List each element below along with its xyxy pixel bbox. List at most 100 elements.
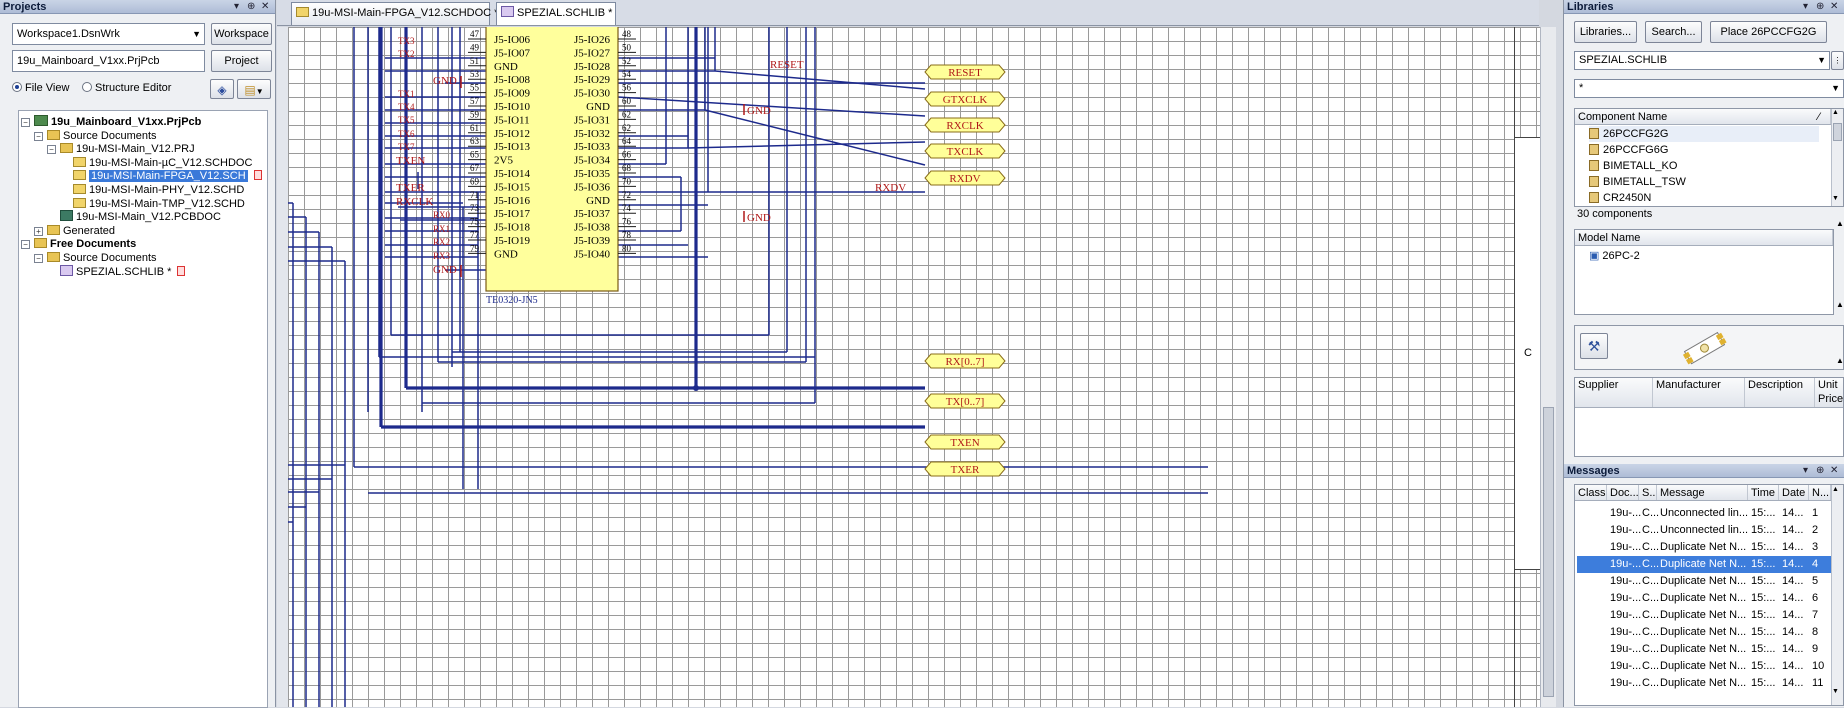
message-row[interactable]: 19u-...C...Unconnected lin...15:...14...… [1577,522,1835,539]
pin-icon[interactable]: ⊕ [1816,1,1825,12]
tree-item[interactable]: 19u-MSI-Main-TMP_V12.SCHD [73,197,245,212]
column-number[interactable]: N... [1809,485,1831,500]
scroll-up-icon[interactable]: ▲ [1832,486,1839,493]
tree-item[interactable]: −Source Documents [34,129,157,144]
messages-table-header[interactable]: Class Doc... S... Message Time Date N... [1575,485,1831,501]
column-date[interactable]: Date [1779,485,1809,500]
column-description[interactable]: Description [1745,378,1815,407]
column-model-name[interactable]: Model Name [1575,230,1833,245]
panel-menu-icon[interactable]: ▾ [234,1,240,12]
expand-icon[interactable]: + [34,226,43,236]
tree-item[interactable]: −Source Documents [34,251,157,266]
column-unit-price[interactable]: Unit Price [1815,378,1843,407]
scrollbar-thumb[interactable] [1833,123,1842,141]
model-list[interactable]: Model Name ▣26PC-2 [1574,229,1834,315]
scroll-down-icon[interactable]: ▼ [1832,688,1839,695]
close-icon[interactable]: ✕ [261,1,270,12]
project-field[interactable]: 19u_Mainboard_V1xx.PrjPcb [12,50,205,72]
workspace-button[interactable]: Workspace [211,23,272,45]
column-manufacturer[interactable]: Manufacturer [1653,378,1745,407]
collapse-icon[interactable]: − [21,118,30,127]
sheet-border-line [1514,27,1515,707]
tree-item[interactable]: 19u-MSI-Main_V12.PCBDOC [60,210,221,225]
tree-item[interactable]: 19u-MSI-Main-FPGA_V12.SCH [73,169,262,184]
message-row[interactable]: 19u-...C...Duplicate Net N...15:...14...… [1577,539,1835,556]
supplier-table-header[interactable]: Supplier Manufacturer Description Unit P… [1575,378,1843,408]
component-row[interactable]: BIMETALL_KO [1589,158,1819,174]
column-source[interactable]: S... [1639,485,1657,500]
tab-spezial-schlib[interactable]: SPEZIAL.SCHLIB * [496,2,616,25]
place-component-button[interactable]: Place 26PCCFG2G [1710,21,1827,43]
message-row[interactable]: 19u-...C...Unconnected lin...15:...14...… [1577,505,1835,522]
collapse-icon[interactable]: − [34,254,43,263]
column-supplier[interactable]: Supplier [1575,378,1653,407]
model-list-header[interactable]: Model Name [1575,230,1833,246]
component-list-scrollbar[interactable]: ▲ ▼ [1831,109,1843,206]
tab-fpga-schematic[interactable]: 19u-MSI-Main-FPGA_V12.SCHDOC * [291,2,498,25]
workspace-combo[interactable]: Workspace1.DsnWrk ▼ [12,23,205,45]
collapse-icon[interactable]: − [47,145,56,155]
message-row[interactable]: 19u-...C...Duplicate Net N...15:...14...… [1577,641,1835,658]
collapse-arrow-icon[interactable]: ▲ [1836,219,1844,228]
scroll-up-icon[interactable]: ▲ [1832,109,1839,116]
component-filter-field[interactable]: * ▼ [1574,79,1844,98]
column-document[interactable]: Doc... [1607,485,1639,500]
column-time[interactable]: Time [1748,485,1779,500]
component-row[interactable]: 26PCCFG2G [1589,126,1819,142]
message-row[interactable]: 19u-...C...Duplicate Net N...15:...14...… [1577,573,1835,590]
library-combo[interactable]: SPEZIAL.SCHLIB ▼ [1574,51,1830,70]
collapse-icon[interactable]: − [34,131,43,141]
message-row[interactable]: 19u-...C...Duplicate Net N...15:...14...… [1577,624,1835,641]
panel-menu-icon[interactable]: ▾ [1803,1,1809,12]
column-class[interactable]: Class [1575,485,1607,500]
component-row[interactable]: CR2450N [1589,190,1819,206]
tree-item[interactable]: 19u-MSI-Main-PHY_V12.SCHD [73,183,244,198]
structure-editor-radio[interactable]: Structure Editor [82,82,171,94]
project-tree[interactable]: −19u_Mainboard_V1xx.PrjPcb−Source Docume… [18,110,268,708]
message-row[interactable]: 19u-...C...Duplicate Net N...15:...14...… [1577,675,1835,692]
tree-item[interactable]: 19u-MSI-Main-µC_V12.SCHDOC [73,156,252,171]
component-row[interactable]: 26PCCFG6G [1589,142,1819,158]
message-row[interactable]: 19u-...C...Duplicate Net N...15:...14...… [1577,590,1835,607]
column-message[interactable]: Message [1657,485,1748,500]
message-row[interactable]: 19u-...C...Duplicate Net N...15:...14...… [1577,556,1835,573]
messages-table[interactable]: Class Doc... S... Message Time Date N...… [1574,484,1844,706]
libraries-button[interactable]: Libraries... [1574,21,1637,43]
schematic-vertical-scrollbar[interactable] [1540,27,1556,707]
supplier-table[interactable]: Supplier Manufacturer Description Unit P… [1574,377,1844,457]
pin-icon[interactable]: ⊕ [247,1,256,12]
tools-button[interactable]: ⚒ [1580,333,1608,359]
library-options-button[interactable]: ⋮ [1831,51,1844,70]
close-icon[interactable]: ✕ [1830,1,1839,12]
tree-item-label: 19u-MSI-Main-FPGA_V12.SCH [89,170,248,183]
file-view-radio[interactable]: File View [12,82,69,94]
messages-scrollbar[interactable]: ▲ ▼ [1831,485,1843,705]
message-row[interactable]: 19u-...C...Duplicate Net N...15:...14...… [1577,607,1835,624]
close-icon[interactable]: ✕ [1830,465,1839,476]
tree-item[interactable]: −Free Documents [21,237,136,252]
scroll-down-icon[interactable]: ▼ [1832,195,1839,202]
collapse-icon[interactable]: − [21,240,30,250]
model-row[interactable]: ▣26PC-2 [1589,248,1640,264]
collapse-arrow-icon[interactable]: ▲ [1836,300,1844,309]
project-button[interactable]: Project [211,50,272,72]
search-button[interactable]: Search... [1645,21,1702,43]
component-row[interactable]: BIMETALL_TSW [1589,174,1819,190]
collapse-arrow-icon[interactable]: ▲ [1836,356,1844,365]
message-cell-n: 6 [1812,592,1819,604]
layers-icon-button[interactable]: ◈ [210,79,234,99]
tree-item[interactable]: −19u-MSI-Main_V12.PRJ [47,142,195,157]
panel-menu-icon[interactable]: ▾ [1803,465,1809,476]
tree-item[interactable]: +Generated [34,224,115,239]
tree-item[interactable]: SPEZIAL.SCHLIB * [60,264,186,280]
component-list-header[interactable]: Component Name ⁄ [1575,109,1831,125]
scrollbar-thumb[interactable] [1543,407,1554,697]
message-row[interactable]: 19u-...C...Duplicate Net N...15:...14...… [1577,658,1835,675]
pin-icon[interactable]: ⊕ [1816,465,1825,476]
tree-item[interactable]: −19u_Mainboard_V1xx.PrjPcb [21,115,201,130]
net-label: TX6 [398,129,415,139]
column-component-name[interactable]: Component Name [1575,109,1831,124]
document-options-button[interactable]: ▤▼ [237,79,271,99]
